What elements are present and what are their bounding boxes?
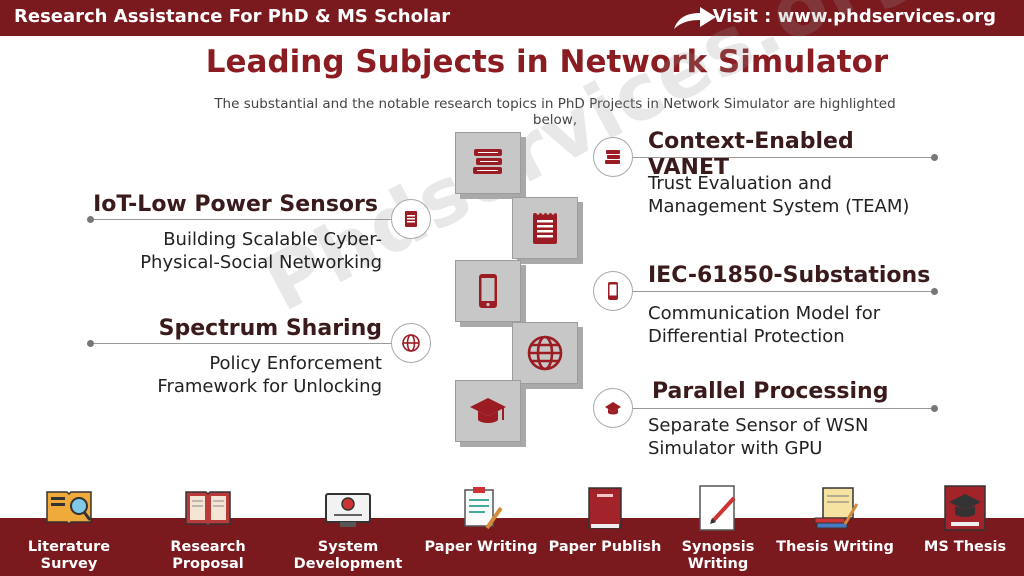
left-item-2-circle — [391, 323, 431, 363]
thesis-writing-icon — [814, 487, 859, 529]
page-subtitle: The substantial and the notable research… — [214, 96, 896, 128]
left-item-2-desc: Policy Enforcement Framework for Unlocki… — [157, 353, 382, 397]
right-item-1-heading: Context-Enabled VANET — [648, 129, 854, 180]
service-research-proposal[interactable]: Research Proposal — [148, 484, 268, 573]
service-thesis-writing[interactable]: Thesis Writing — [775, 484, 895, 556]
service-synopsis-writing[interactable]: Synopsis Writing — [658, 484, 778, 573]
mobile-block — [455, 260, 521, 322]
service-ms-thesis[interactable]: MS Thesis — [905, 484, 1024, 556]
right-item-2-heading: IEC-61850-Substations — [648, 263, 931, 288]
share-arrow-icon — [674, 7, 716, 29]
service-label: Synopsis Writing — [681, 539, 755, 572]
left-item-1-circle — [391, 199, 431, 239]
service-system-development[interactable]: System Development — [288, 484, 408, 573]
right-item-3-heading: Parallel Processing — [652, 379, 889, 404]
paper-publish-icon — [588, 487, 622, 529]
system-development-icon — [325, 493, 371, 527]
books-block — [455, 132, 521, 194]
mobile-icon — [608, 282, 618, 300]
research-proposal-icon — [185, 491, 231, 528]
globe-icon — [527, 335, 563, 371]
right-item-2-desc: Communication Model for Differential Pro… — [648, 303, 881, 347]
service-label: Thesis Writing — [776, 539, 894, 555]
top-banner: Research Assistance For PhD & MS Scholar… — [0, 0, 1024, 36]
right-item-1-circle — [593, 137, 633, 177]
left-item-2-heading: Spectrum Sharing — [158, 316, 382, 341]
right-item-3-line — [633, 408, 935, 409]
service-paper-writing[interactable]: Paper Writing — [421, 484, 541, 556]
right-item-1-desc: Trust Evaluation and Management System (… — [648, 173, 910, 217]
graduation-cap-icon — [605, 402, 621, 415]
left-item-1-desc: Building Scalable Cyber-Physical-Social … — [140, 229, 382, 273]
synopsis-writing-icon — [699, 485, 736, 531]
website-link[interactable]: Visit : www.phdservices.org — [712, 6, 996, 27]
paper-writing-icon — [464, 487, 503, 530]
service-label: MS Thesis — [923, 539, 1007, 555]
right-item-2-dot — [931, 288, 938, 295]
page-title: Leading Subjects in Network Simulator — [205, 44, 889, 80]
right-item-3-dot — [931, 405, 938, 412]
notepad-block — [512, 197, 578, 259]
left-item-1-line — [90, 219, 392, 220]
service-paper-publish[interactable]: Paper Publish — [545, 484, 665, 556]
left-item-1-heading: IoT-Low Power Sensors — [93, 192, 378, 217]
globe-icon — [402, 334, 420, 352]
left-item-1-dot — [87, 216, 94, 223]
right-item-2-line — [633, 291, 935, 292]
service-label: Paper Writing — [424, 539, 538, 555]
right-item-3-circle — [593, 388, 633, 428]
mobile-icon — [479, 274, 497, 308]
left-item-2-line — [90, 343, 392, 344]
literature-survey-icon — [46, 491, 92, 526]
books-icon — [605, 150, 620, 164]
ms-thesis-icon — [944, 485, 986, 531]
service-literature-survey[interactable]: Literature Survey — [9, 484, 129, 573]
right-item-3-desc: Separate Sensor of WSN Simulator with GP… — [648, 415, 869, 459]
globe-block — [512, 322, 578, 384]
notepad-icon — [533, 211, 557, 244]
services-bar — [0, 518, 1024, 576]
service-label: Research Proposal — [170, 539, 246, 572]
service-label: Paper Publish — [548, 539, 662, 555]
right-item-2-circle — [593, 271, 633, 311]
service-label: System Development — [293, 539, 403, 572]
graduation-block — [455, 380, 521, 442]
banner-tagline: Research Assistance For PhD & MS Scholar — [14, 6, 451, 27]
notepad-icon — [405, 211, 417, 227]
graduation-cap-icon — [470, 398, 506, 423]
service-label: Literature Survey — [27, 539, 111, 572]
right-item-1-line — [633, 157, 935, 158]
books-icon — [473, 149, 502, 174]
right-item-1-dot — [931, 154, 938, 161]
left-item-2-dot — [87, 340, 94, 347]
